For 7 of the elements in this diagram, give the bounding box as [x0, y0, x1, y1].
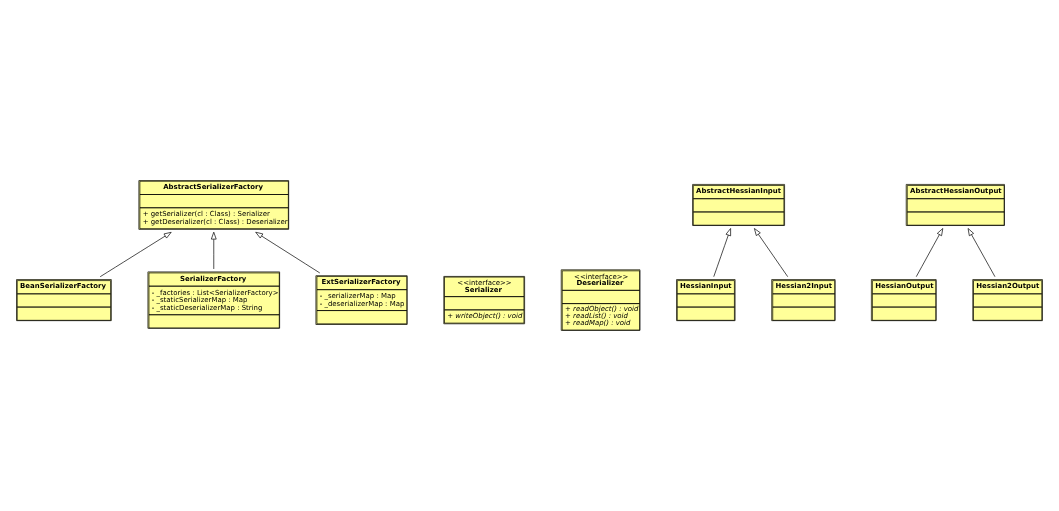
arrow — [255, 231, 321, 274]
arrow — [713, 228, 731, 278]
arrow — [211, 231, 217, 270]
arrow — [967, 228, 996, 278]
arrow — [754, 228, 789, 278]
arrow — [99, 231, 172, 278]
arrow — [915, 228, 944, 278]
